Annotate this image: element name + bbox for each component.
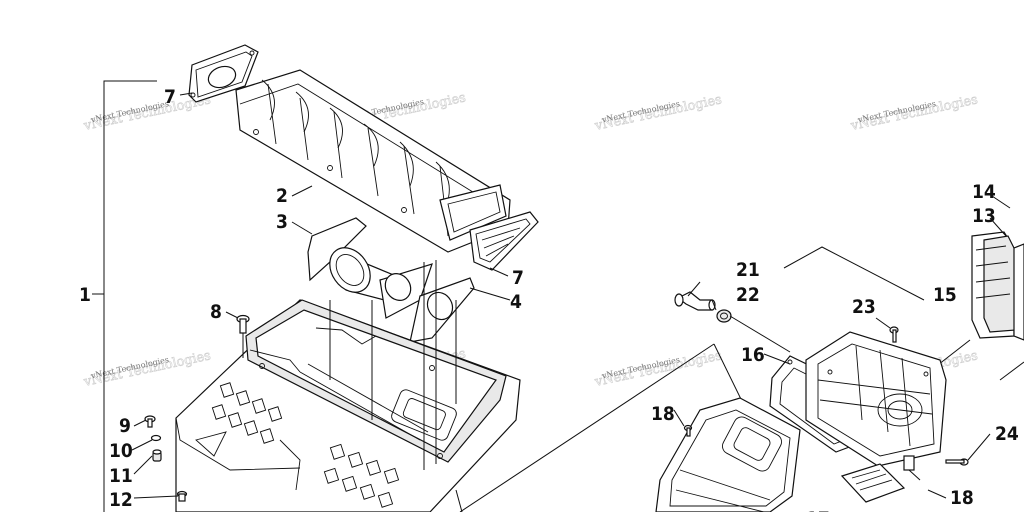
callout-17: 17 (806, 508, 830, 512)
callout-9: 9 (119, 415, 131, 437)
leader-lines (131, 92, 1011, 499)
callout-2: 2 (276, 185, 288, 207)
lower-airbox (655, 397, 801, 512)
hardware-left (144, 314, 250, 502)
fastener-12 (176, 490, 188, 502)
callout-7-top: 7 (164, 86, 176, 108)
watermark-7: vNext Technologies vNext Technologies (592, 348, 723, 390)
callout-15: 15 (933, 284, 957, 306)
grommet-22 (716, 309, 791, 353)
callout-4: 4 (510, 291, 522, 313)
intake-duct (307, 217, 433, 319)
assembly-bracket (92, 80, 157, 512)
callout-14: 14 (972, 181, 996, 203)
callout-22: 22 (736, 284, 760, 306)
callout-13: 13 (972, 205, 996, 227)
screw-23 (889, 326, 899, 343)
callout-12: 12 (109, 489, 133, 511)
screw-8 (236, 314, 250, 358)
callout-1: 1 (79, 284, 91, 306)
callout-10: 10 (109, 440, 133, 462)
callout-16: 16 (741, 344, 765, 366)
washer-10 (150, 434, 162, 442)
callout-18-right: 18 (950, 487, 974, 509)
assembly-guides (329, 260, 463, 512)
gasket-upper (188, 44, 259, 103)
watermark-4: vNext Technologies vNext Technologies (848, 92, 979, 134)
watermark-5: vNext Technologies vNext Technologies (81, 348, 212, 390)
decal-17 (840, 463, 906, 503)
callout-21: 21 (736, 259, 760, 281)
elbow-fitting (674, 291, 716, 311)
callout-24: 24 (995, 423, 1019, 445)
grommet-11 (152, 449, 162, 462)
filter-housing (805, 331, 947, 467)
airbox-base (175, 299, 521, 512)
callout-18-left: 18 (651, 403, 675, 425)
callout-7-right: 7 (512, 267, 524, 289)
callout-23: 23 (852, 296, 876, 318)
screw-24 (945, 458, 969, 466)
screw-18-left (683, 424, 693, 437)
gasket-right (469, 211, 539, 271)
watermark-3: vNext Technologies vNext Technologies (592, 92, 723, 134)
screw-9 (144, 415, 156, 428)
clip-18-right (903, 455, 921, 481)
callouts: 1 2 3 4 7 7 8 9 10 11 12 13 14 15 16 17 … (79, 86, 1019, 512)
filter-elements (971, 231, 1024, 341)
callout-8: 8 (210, 301, 222, 323)
callout-3: 3 (276, 211, 288, 233)
flange-gasket (409, 277, 475, 343)
base-slots (211, 382, 400, 508)
callout-11: 11 (109, 465, 133, 487)
